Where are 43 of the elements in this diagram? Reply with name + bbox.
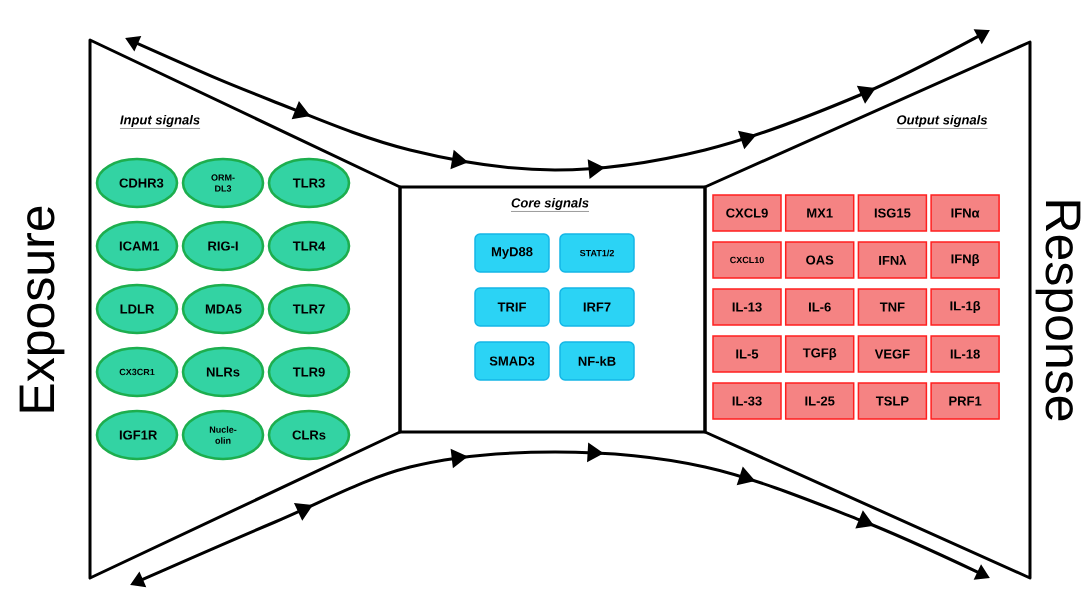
ellipse-node: TLR4 bbox=[267, 220, 351, 272]
signal-box: ISG15 bbox=[857, 194, 928, 232]
signal-box: IFNβ bbox=[930, 241, 1000, 279]
ellipse-node: CX3CR1 bbox=[95, 346, 179, 398]
ellipse-node: TLR3 bbox=[267, 157, 351, 209]
signal-box: IFNα bbox=[930, 194, 1000, 232]
rounded-box: NF-kB bbox=[559, 341, 635, 381]
signal-box: IL-5 bbox=[712, 335, 782, 373]
signal-box: TGFβ bbox=[784, 335, 855, 373]
ellipse-node: NLRs bbox=[181, 346, 265, 398]
ellipse-node: TLR7 bbox=[267, 283, 351, 335]
ellipse-node: LDLR bbox=[95, 283, 179, 335]
ellipse-node: CDHR3 bbox=[95, 157, 179, 209]
ellipse-node: ORM-DL3 bbox=[181, 157, 265, 209]
rounded-box: MyD88 bbox=[474, 233, 550, 273]
signal-box: PRF1 bbox=[930, 382, 1000, 420]
signal-box: IL-6 bbox=[784, 288, 855, 326]
signal-box: IL-25 bbox=[784, 382, 855, 420]
signal-box: CXCL10 bbox=[712, 241, 782, 279]
rounded-box: SMAD3 bbox=[474, 341, 550, 381]
signal-box: IL-33 bbox=[712, 382, 782, 420]
signal-box: OAS bbox=[784, 241, 855, 279]
ellipse-node: MDA5 bbox=[181, 283, 265, 335]
signal-box: TSLP bbox=[857, 382, 928, 420]
rounded-box: IRF7 bbox=[559, 287, 635, 327]
rounded-box: STAT1/2 bbox=[559, 233, 635, 273]
signal-box: MX1 bbox=[784, 194, 855, 232]
side-label: Response bbox=[1035, 201, 1081, 421]
signal-box: IL-13 bbox=[712, 288, 782, 326]
ellipse-node: Nucle-olin bbox=[181, 409, 265, 461]
signal-box: TNF bbox=[857, 288, 928, 326]
ellipse-node: ICAM1 bbox=[95, 220, 179, 272]
ellipse-node: RIG-I bbox=[181, 220, 265, 272]
ellipse-node: IGF1R bbox=[95, 409, 179, 461]
rounded-box: TRIF bbox=[474, 287, 550, 327]
ellipse-node: CLRs bbox=[267, 409, 351, 461]
signal-box: VEGF bbox=[857, 335, 928, 373]
signal-box: CXCL9 bbox=[712, 194, 782, 232]
side-label: Exposure bbox=[19, 206, 65, 412]
signal-box: IFNλ bbox=[857, 241, 928, 279]
signal-box: IL-18 bbox=[930, 335, 1000, 373]
signal-box: IL-1β bbox=[930, 288, 1000, 326]
ellipse-node: TLR9 bbox=[267, 346, 351, 398]
